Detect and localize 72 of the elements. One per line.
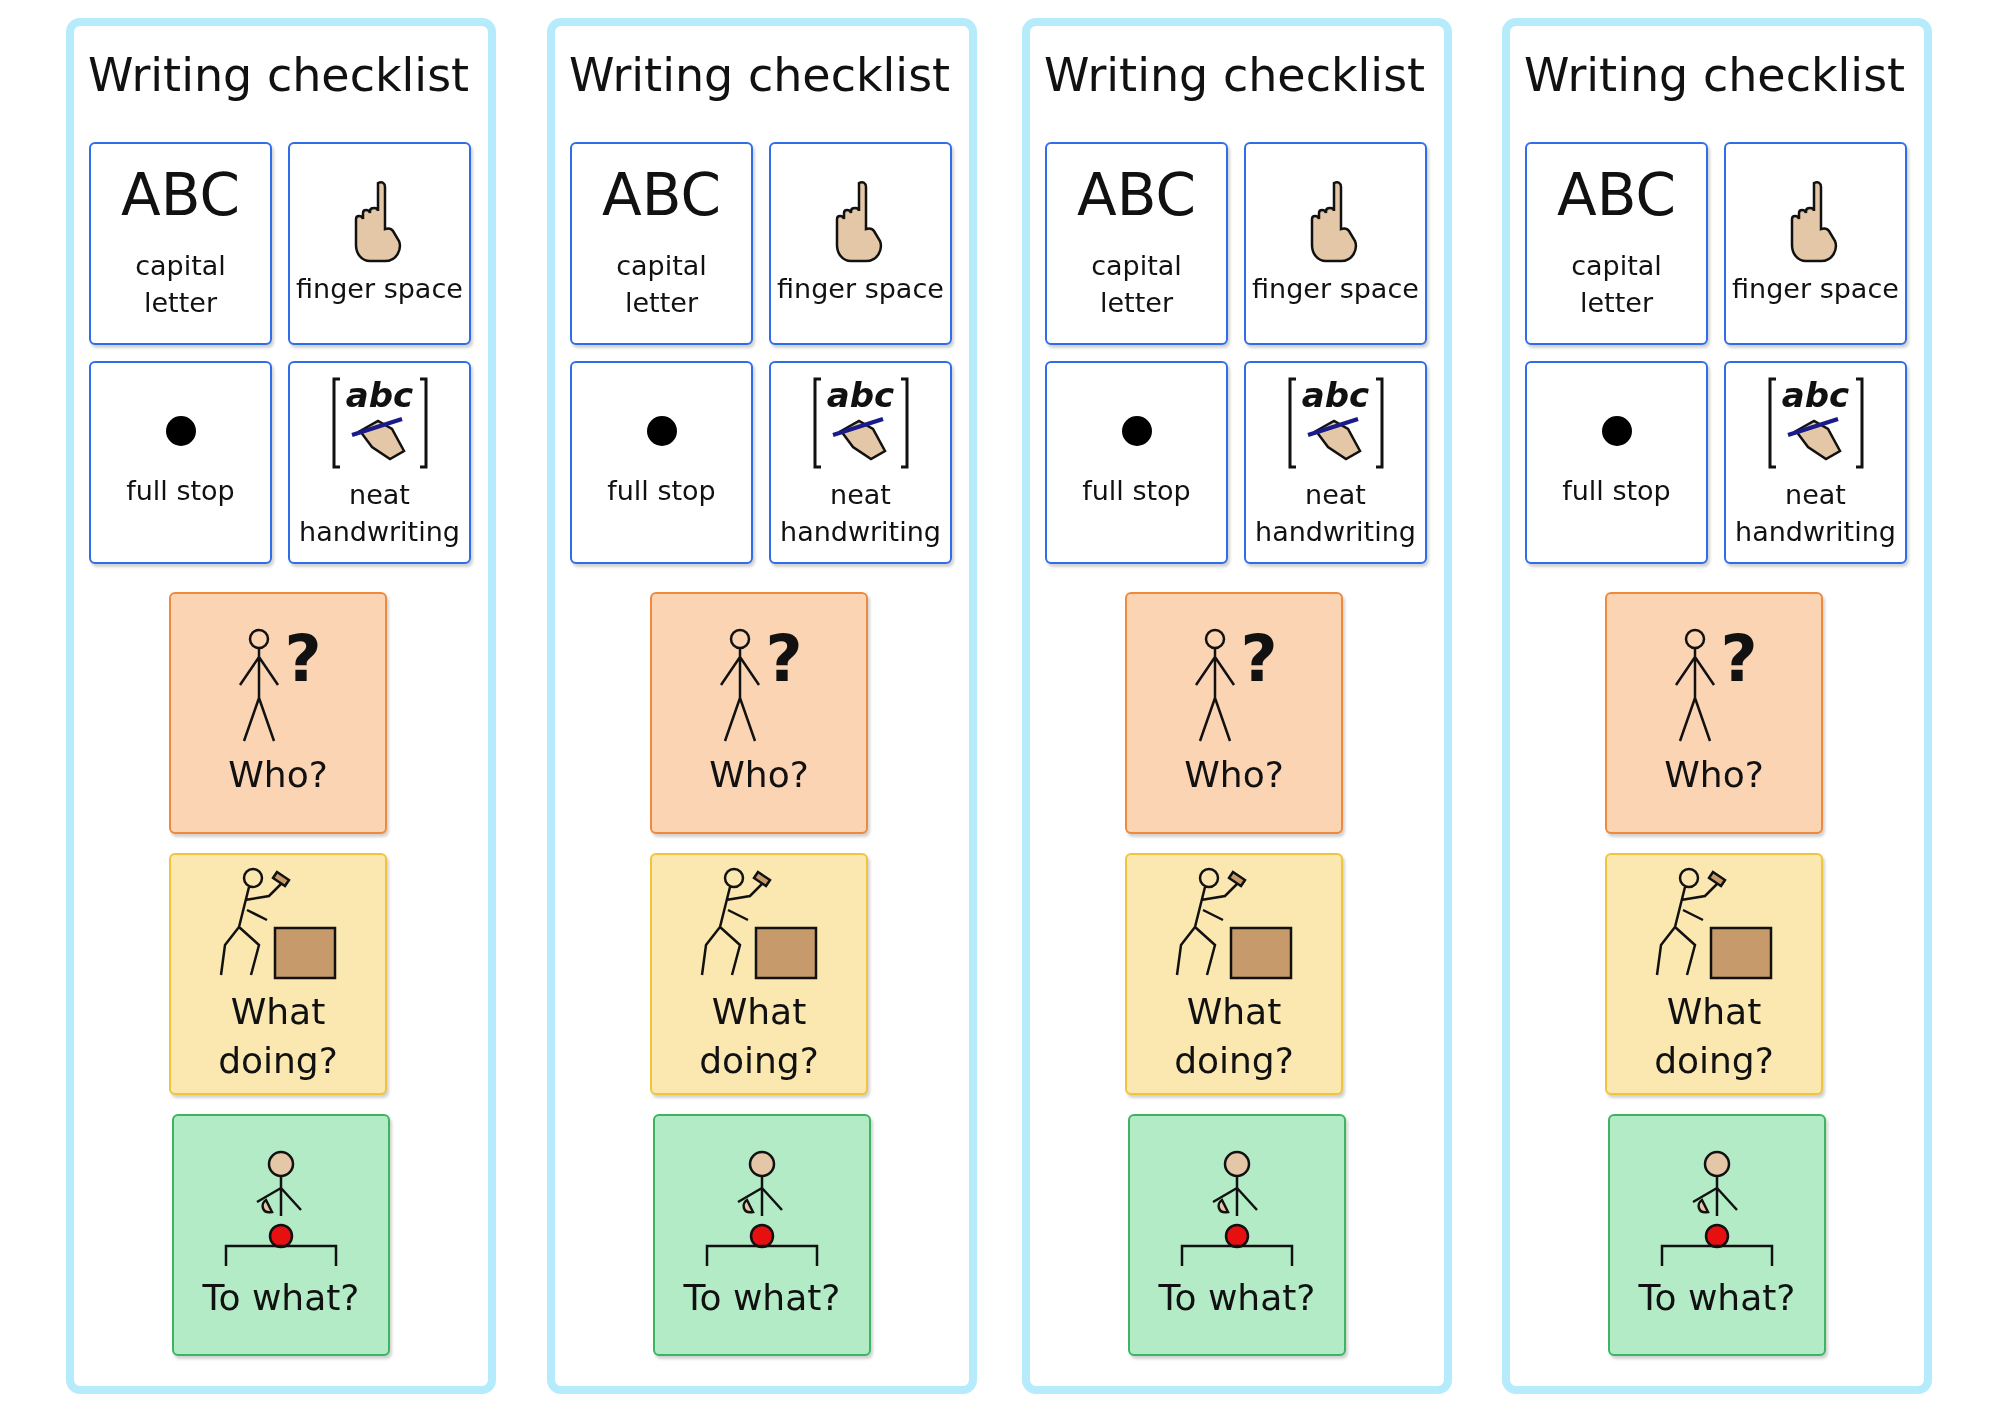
symbol-card bbox=[570, 361, 753, 564]
symbol-card bbox=[169, 592, 387, 834]
panel-title: Writing checklist bbox=[569, 48, 951, 102]
card-label: neat handwriting bbox=[1734, 478, 1897, 549]
card-label: To what? bbox=[683, 1275, 841, 1320]
symbol-card bbox=[288, 142, 471, 345]
card-label: To what? bbox=[1158, 1275, 1316, 1320]
abc-symbol-text: ABC bbox=[1557, 166, 1676, 225]
question-mark: ? bbox=[765, 626, 803, 691]
symbol-card bbox=[1724, 142, 1907, 345]
symbol-card bbox=[653, 1114, 871, 1356]
card-label: finger space bbox=[777, 272, 944, 307]
checklist-panel bbox=[1502, 18, 1932, 1394]
symbol-card bbox=[769, 361, 952, 564]
card-label: What doing? bbox=[698, 990, 820, 1083]
symbol-card bbox=[1244, 361, 1427, 564]
symbol-card bbox=[1045, 142, 1228, 345]
symbol-card bbox=[288, 361, 471, 564]
card-label: full stop bbox=[1562, 474, 1671, 509]
card-label: To what? bbox=[202, 1275, 360, 1320]
symbol-card bbox=[1525, 142, 1708, 345]
card-label: capital letter bbox=[615, 249, 708, 320]
card-label: finger space bbox=[1252, 272, 1419, 307]
symbol-card bbox=[1128, 1114, 1346, 1356]
symbol-card bbox=[650, 592, 868, 834]
symbol-card bbox=[1525, 361, 1708, 564]
symbol-card bbox=[650, 853, 868, 1095]
panel-title: Writing checklist bbox=[1044, 48, 1426, 102]
question-mark: ? bbox=[1720, 626, 1758, 691]
checklist-panel bbox=[1022, 18, 1452, 1394]
abc-symbol-text: ABC bbox=[602, 166, 721, 225]
card-label: capital letter bbox=[134, 249, 227, 320]
symbol-card bbox=[1605, 592, 1823, 834]
card-label: capital letter bbox=[1570, 249, 1663, 320]
symbol-card bbox=[769, 142, 952, 345]
card-label: capital letter bbox=[1090, 249, 1183, 320]
symbol-card bbox=[1608, 1114, 1826, 1356]
card-label: full stop bbox=[607, 474, 716, 509]
symbol-card bbox=[172, 1114, 390, 1356]
symbol-card bbox=[169, 853, 387, 1095]
abc-symbol-text: ABC bbox=[1077, 166, 1196, 225]
card-label: What doing? bbox=[1173, 990, 1295, 1083]
symbol-card bbox=[89, 142, 272, 345]
card-label: finger space bbox=[296, 272, 463, 307]
card-label: Who? bbox=[228, 752, 328, 797]
card-label: What doing? bbox=[217, 990, 339, 1083]
card-label: Who? bbox=[1184, 752, 1284, 797]
panel-title: Writing checklist bbox=[1524, 48, 1906, 102]
abc-symbol-text: ABC bbox=[121, 166, 240, 225]
card-label: neat handwriting bbox=[298, 478, 461, 549]
card-label: neat handwriting bbox=[779, 478, 942, 549]
panel-title: Writing checklist bbox=[88, 48, 470, 102]
card-label: full stop bbox=[126, 474, 235, 509]
symbol-card bbox=[1125, 592, 1343, 834]
checklist-panel bbox=[66, 18, 496, 1394]
card-label: To what? bbox=[1638, 1275, 1796, 1320]
symbol-card bbox=[1724, 361, 1907, 564]
card-label: full stop bbox=[1082, 474, 1191, 509]
symbol-card bbox=[1125, 853, 1343, 1095]
card-label: Who? bbox=[1664, 752, 1764, 797]
symbol-card bbox=[1605, 853, 1823, 1095]
card-label: What doing? bbox=[1653, 990, 1775, 1083]
symbol-card bbox=[1244, 142, 1427, 345]
checklist-panel bbox=[547, 18, 977, 1394]
question-mark: ? bbox=[284, 626, 322, 691]
symbol-card bbox=[570, 142, 753, 345]
card-label: Who? bbox=[709, 752, 809, 797]
card-label: finger space bbox=[1732, 272, 1899, 307]
question-mark: ? bbox=[1240, 626, 1278, 691]
symbol-card bbox=[1045, 361, 1228, 564]
symbol-card bbox=[89, 361, 272, 564]
card-label: neat handwriting bbox=[1254, 478, 1417, 549]
